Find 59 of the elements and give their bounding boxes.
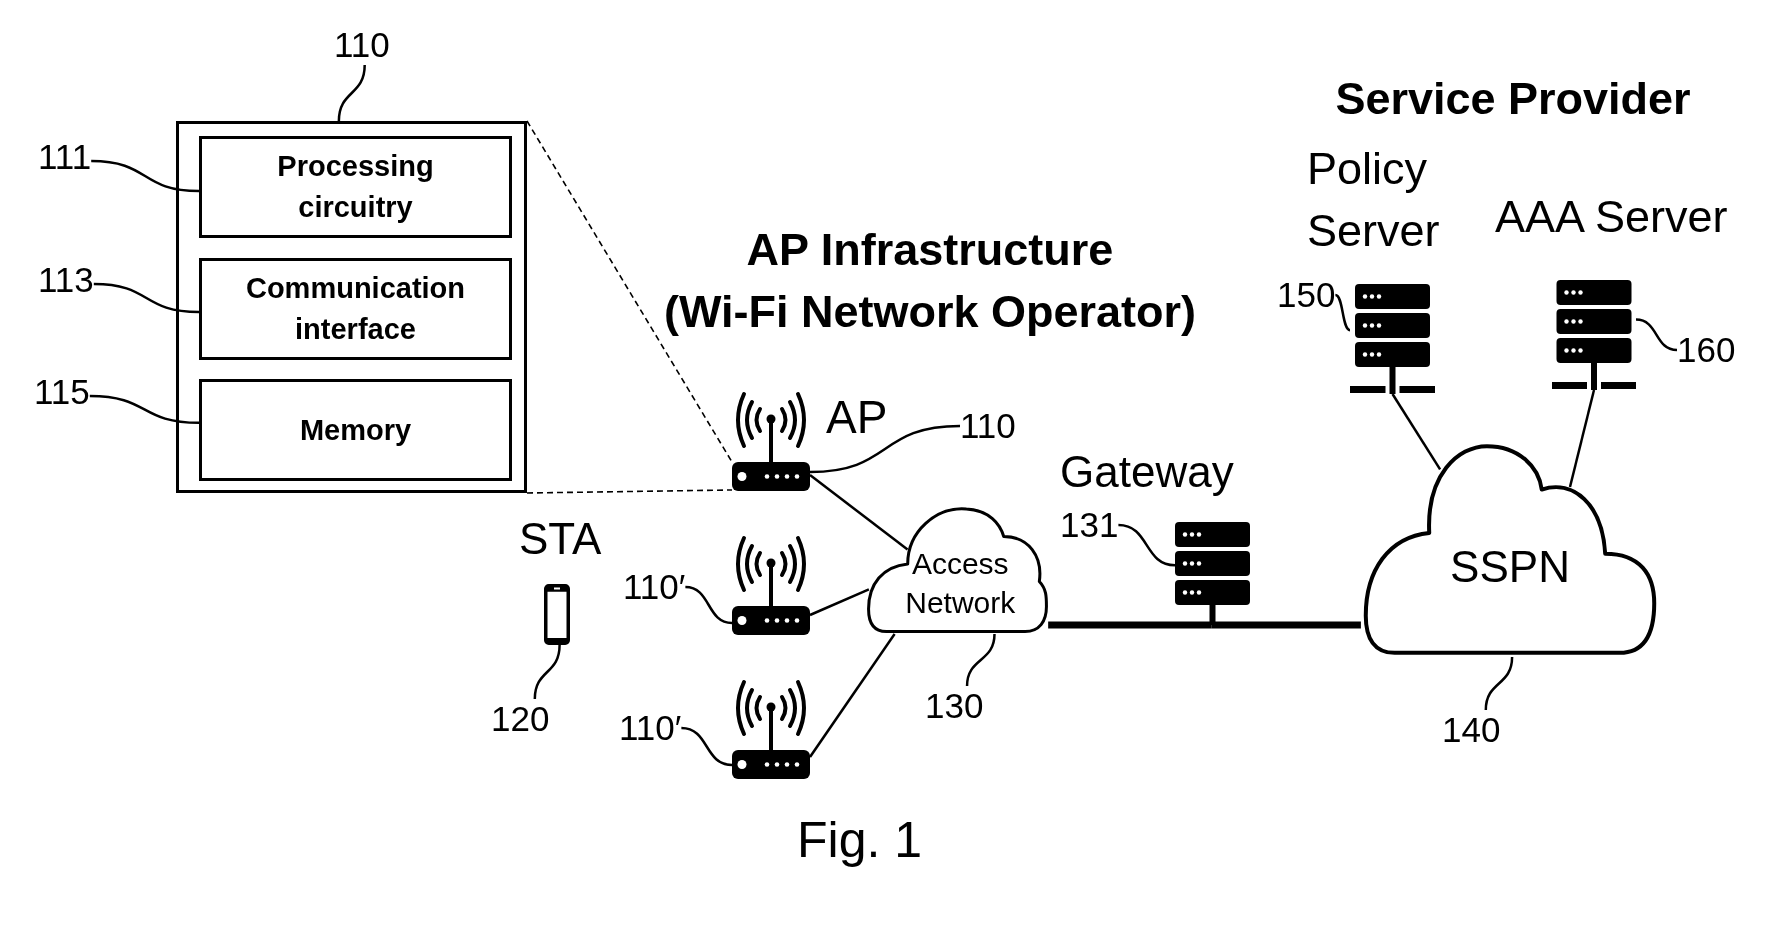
wifi-router-icon [732, 391, 810, 491]
smartphone-icon [544, 584, 570, 645]
figure-caption: Fig. 1 [797, 812, 923, 869]
block-label: Memory [299, 412, 412, 448]
network-link [809, 588, 870, 617]
network-trunk-line [1048, 621, 1212, 629]
leader-line [685, 585, 733, 625]
server-icon [1175, 522, 1250, 625]
cloud-label: Access Network [905, 546, 1016, 621]
leader-line [1635, 318, 1678, 352]
leader-line [965, 633, 996, 687]
network-cloud [865, 504, 1050, 634]
block-label: Communication interface [244, 271, 467, 347]
reference-numeral: 110′ [619, 708, 682, 748]
reference-numeral: 110 [334, 25, 390, 65]
leader-line [89, 394, 200, 425]
network-link [808, 633, 896, 758]
leader-line [91, 159, 200, 193]
leader-line [1118, 523, 1176, 567]
reference-numeral: 111 [38, 137, 92, 177]
projection-line [526, 120, 733, 463]
projection-line [526, 489, 733, 494]
block-label: Processing circuitry [276, 149, 435, 225]
cloud-label: SSPN [1450, 541, 1570, 592]
reference-numeral: 110′ [623, 567, 686, 607]
group-heading: AP Infrastructure (Wi-Fi Network Operator) [663, 223, 1197, 339]
device-label: AAA Server [1495, 191, 1728, 243]
reference-numeral: 131 [1060, 505, 1119, 545]
leader-line [533, 644, 561, 700]
server-icon [1350, 284, 1435, 394]
wifi-router-icon [732, 535, 810, 635]
device-label: AP [826, 391, 888, 444]
leader-line [1484, 656, 1514, 711]
leader-line [1334, 293, 1351, 332]
component-block [199, 136, 512, 238]
device-label: STA [519, 513, 602, 564]
group-heading: Service Provider [1335, 73, 1691, 125]
leader-line [337, 64, 366, 122]
wifi-router-icon [732, 679, 810, 779]
device-label: Gateway [1060, 446, 1234, 497]
leader-line [809, 424, 961, 474]
reference-numeral: 115 [34, 372, 90, 412]
device-frame [176, 121, 527, 493]
reference-numeral: 150 [1277, 275, 1336, 315]
component-block [199, 258, 512, 360]
leader-line [681, 726, 733, 767]
component-block [199, 379, 512, 481]
reference-numeral: 110 [960, 406, 1016, 446]
reference-numeral: 140 [1442, 710, 1501, 750]
network-link [809, 474, 909, 551]
reference-numeral: 160 [1677, 330, 1736, 370]
reference-numeral: 130 [925, 686, 984, 726]
leader-line [93, 282, 200, 314]
server-icon [1552, 280, 1636, 390]
reference-numeral: 120 [491, 699, 550, 739]
device-label: Policy Server [1307, 142, 1440, 258]
reference-numeral: 113 [38, 260, 94, 300]
network-link [1391, 393, 1442, 470]
network-link [1568, 389, 1596, 488]
